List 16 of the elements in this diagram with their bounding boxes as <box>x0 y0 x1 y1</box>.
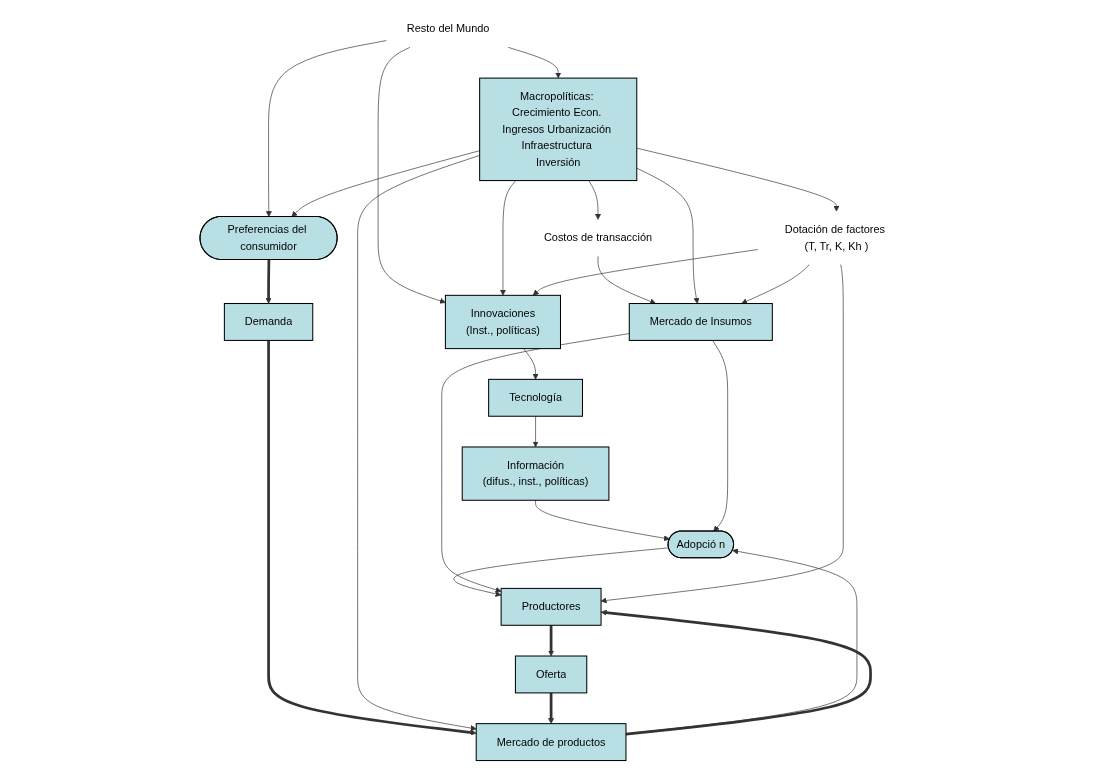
node-box: Macropolíticas: Crecimiento Econ. Ingresos Urbanización Infraestructura Inversión <box>479 77 638 182</box>
node-box: Mercado de productos <box>475 723 627 762</box>
node-box: Mercado de Insumos <box>628 303 773 341</box>
node-box: Productores <box>500 587 602 626</box>
arrow <box>265 259 272 304</box>
node-text: Dotación de factores (T, Tr, K, Kh ) <box>784 223 886 252</box>
node-box: Oferta <box>514 655 588 694</box>
arrow <box>267 340 477 736</box>
node-box: Información (difus., inst., políticas) <box>461 446 610 501</box>
node-text: Resto del Mundo <box>406 22 490 35</box>
node-box: Innovaciones (Inst., políticas) <box>444 294 561 350</box>
node-box: Demanda <box>223 303 314 341</box>
node-text: Costos de transacción <box>543 231 653 244</box>
node-box: Tecnología <box>488 378 583 417</box>
arrow <box>548 692 555 724</box>
arrow <box>548 625 555 657</box>
